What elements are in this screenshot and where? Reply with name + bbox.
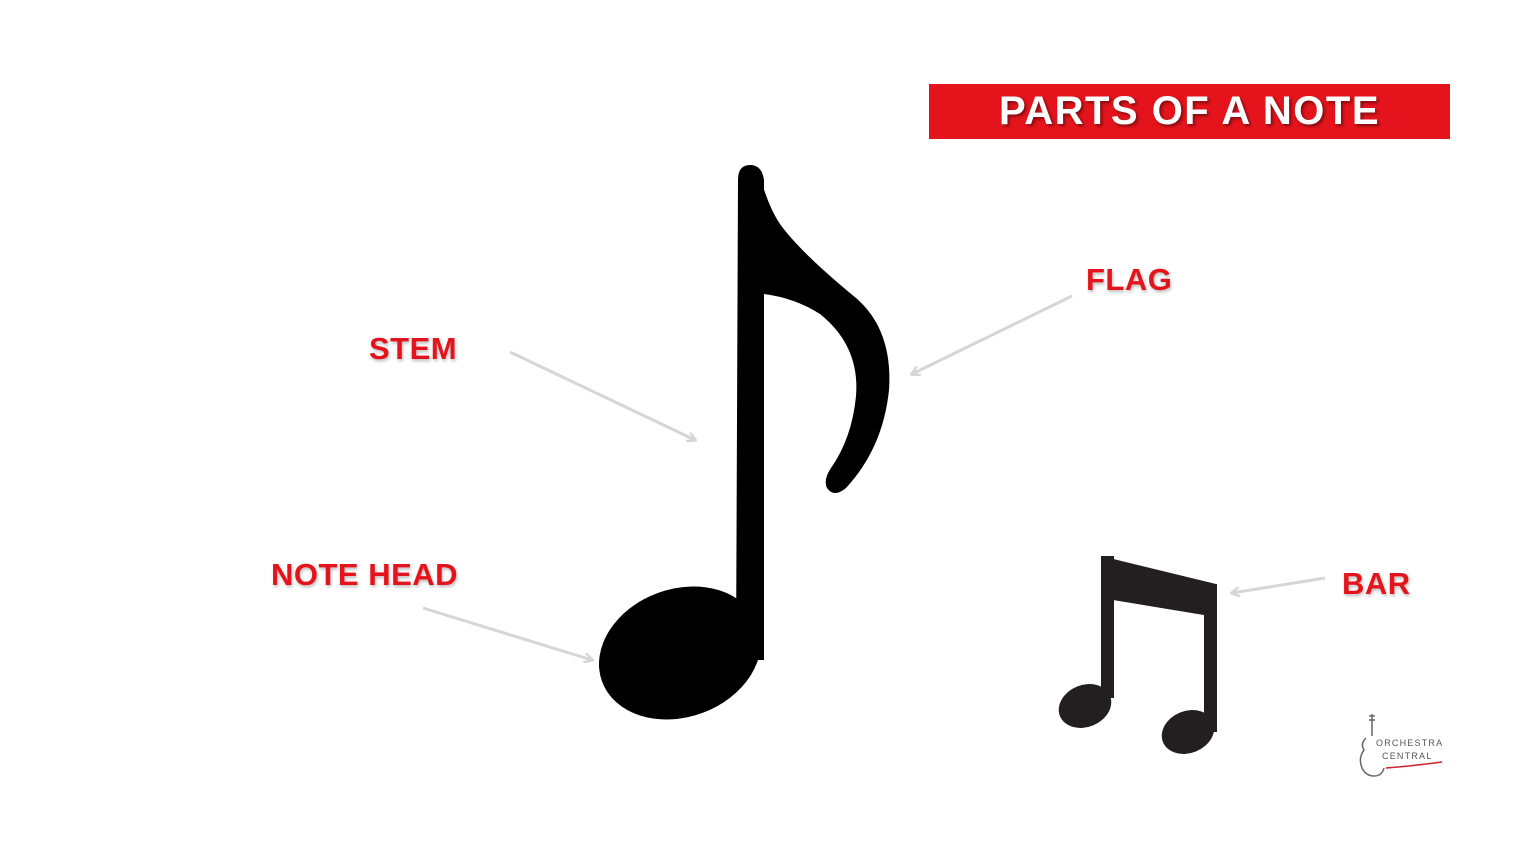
- logo-text-line2: CENTRAL: [1382, 751, 1433, 761]
- bar-arrow: [1232, 576, 1326, 593]
- page-title: PARTS OF A NOTE: [998, 89, 1380, 133]
- title-banner: PARTS OF A NOTE: [929, 84, 1450, 139]
- beamed-eighth-notes-icon: [1058, 556, 1217, 754]
- right-stem-shape: [1204, 584, 1217, 732]
- note-head-shape: [598, 586, 762, 720]
- stem-label: STEM: [369, 331, 458, 366]
- stem-arrow: [509, 350, 695, 440]
- left-stem-shape: [1101, 556, 1114, 698]
- stem-shape: [736, 165, 764, 660]
- bar-label: BAR: [1342, 566, 1411, 601]
- flag-arrow: [912, 294, 1073, 374]
- eighth-note-icon: [598, 165, 890, 720]
- left-note-head-shape: [1058, 684, 1112, 728]
- note-head-label: NOTE HEAD: [271, 557, 459, 592]
- flag-shape: [760, 176, 890, 493]
- violin-icon: [1359, 714, 1443, 777]
- right-note-head-shape: [1161, 710, 1215, 754]
- logo-text-line1: ORCHESTRA: [1376, 738, 1444, 748]
- note-head-arrow: [422, 606, 592, 660]
- orchestra-central-logo: ORCHESTRA CENTRAL: [1352, 710, 1448, 782]
- flag-label: FLAG: [1086, 262, 1173, 297]
- beam-shape: [1101, 556, 1216, 617]
